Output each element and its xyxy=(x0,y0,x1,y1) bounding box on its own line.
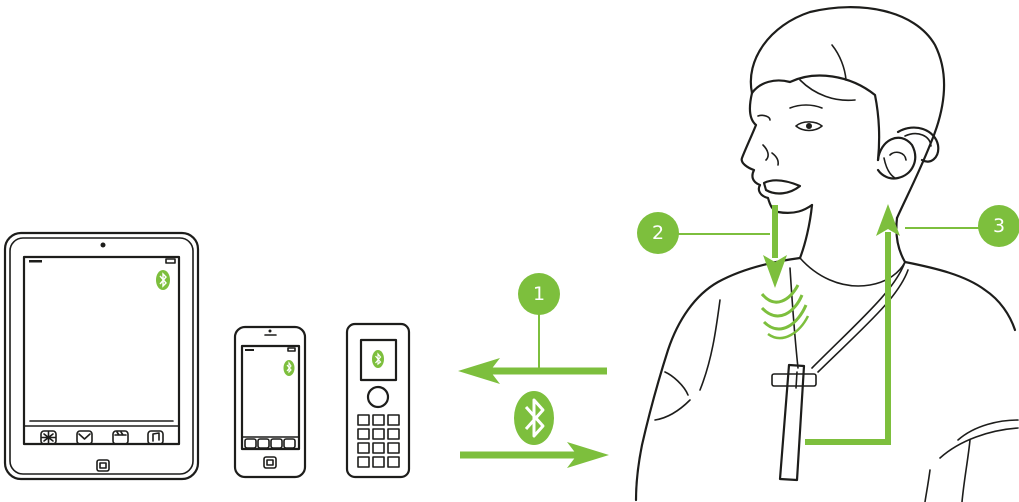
bluetooth-icon xyxy=(284,360,295,376)
svg-text:2: 2 xyxy=(652,222,664,244)
transmit-to-phone-arrow xyxy=(458,358,607,384)
bluetooth-icon xyxy=(372,350,384,368)
step-3-badge: 3 xyxy=(978,205,1019,247)
gear-icon xyxy=(41,431,56,444)
music-icon xyxy=(148,431,163,444)
gear-icon xyxy=(271,439,282,448)
wireless-link: 1 xyxy=(458,273,609,468)
music-icon xyxy=(284,439,295,448)
tablet-device xyxy=(5,233,198,479)
step-1-badge: 1 xyxy=(518,273,560,315)
bluetooth-icon xyxy=(156,270,170,290)
tablet-app-icons xyxy=(41,431,163,444)
transmit-to-streamer-arrow xyxy=(460,442,609,468)
feature-phone-device xyxy=(347,324,409,477)
phone-app-icons xyxy=(245,439,295,448)
svg-text:1: 1 xyxy=(533,283,545,305)
bluetooth-icon xyxy=(514,391,554,445)
streamer-device xyxy=(772,365,816,480)
step-3-audio-path: 3 xyxy=(805,204,1019,442)
mail-icon xyxy=(77,431,92,444)
step-2-badge: 2 xyxy=(637,212,679,254)
video-icon xyxy=(113,431,128,444)
person-illustration xyxy=(636,7,1018,502)
step-2-voice-path: 2 xyxy=(637,205,808,338)
keypad xyxy=(358,415,399,467)
mail-icon xyxy=(258,439,269,448)
phone-icon xyxy=(245,439,256,448)
smartphone-device xyxy=(235,327,305,477)
svg-text:3: 3 xyxy=(993,215,1005,237)
